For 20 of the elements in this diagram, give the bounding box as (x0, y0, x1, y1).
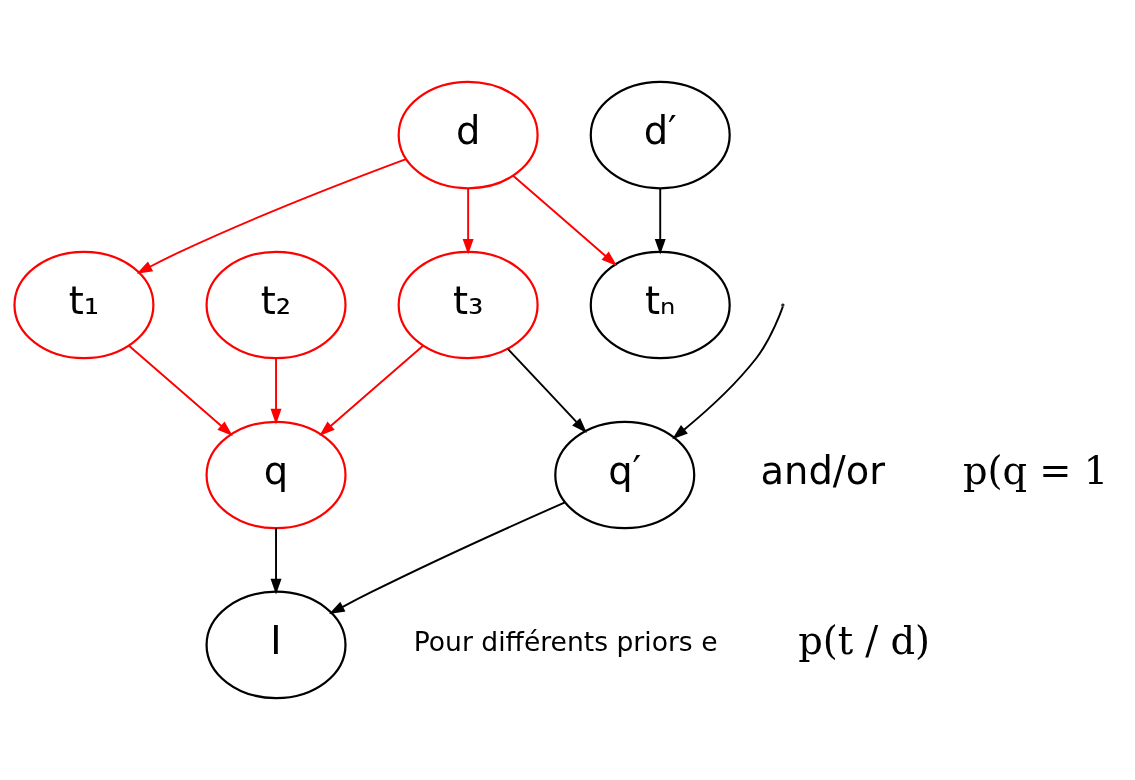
arrow (329, 501, 566, 615)
arrow (512, 174, 617, 266)
label: p(t / d) (798, 618, 931, 664)
arrow (270, 357, 282, 425)
node-ellipse: q′ (554, 420, 696, 530)
arrow (672, 305, 784, 440)
label: p(q = 1 (962, 448, 1109, 494)
node-ellipse: d′ (589, 80, 731, 190)
label: and/or (760, 448, 886, 494)
arrow (319, 344, 425, 436)
node-ellipse: d (397, 80, 539, 190)
node-ellipse: t₂ (205, 250, 347, 360)
label: Pour différents priors e (413, 626, 718, 658)
arrow (128, 344, 233, 436)
node-ellipse: t₃ (397, 250, 539, 360)
arrow (654, 187, 666, 255)
arrow (507, 348, 587, 434)
arrow (136, 158, 407, 274)
arrow (270, 527, 282, 595)
arrow (462, 187, 474, 255)
